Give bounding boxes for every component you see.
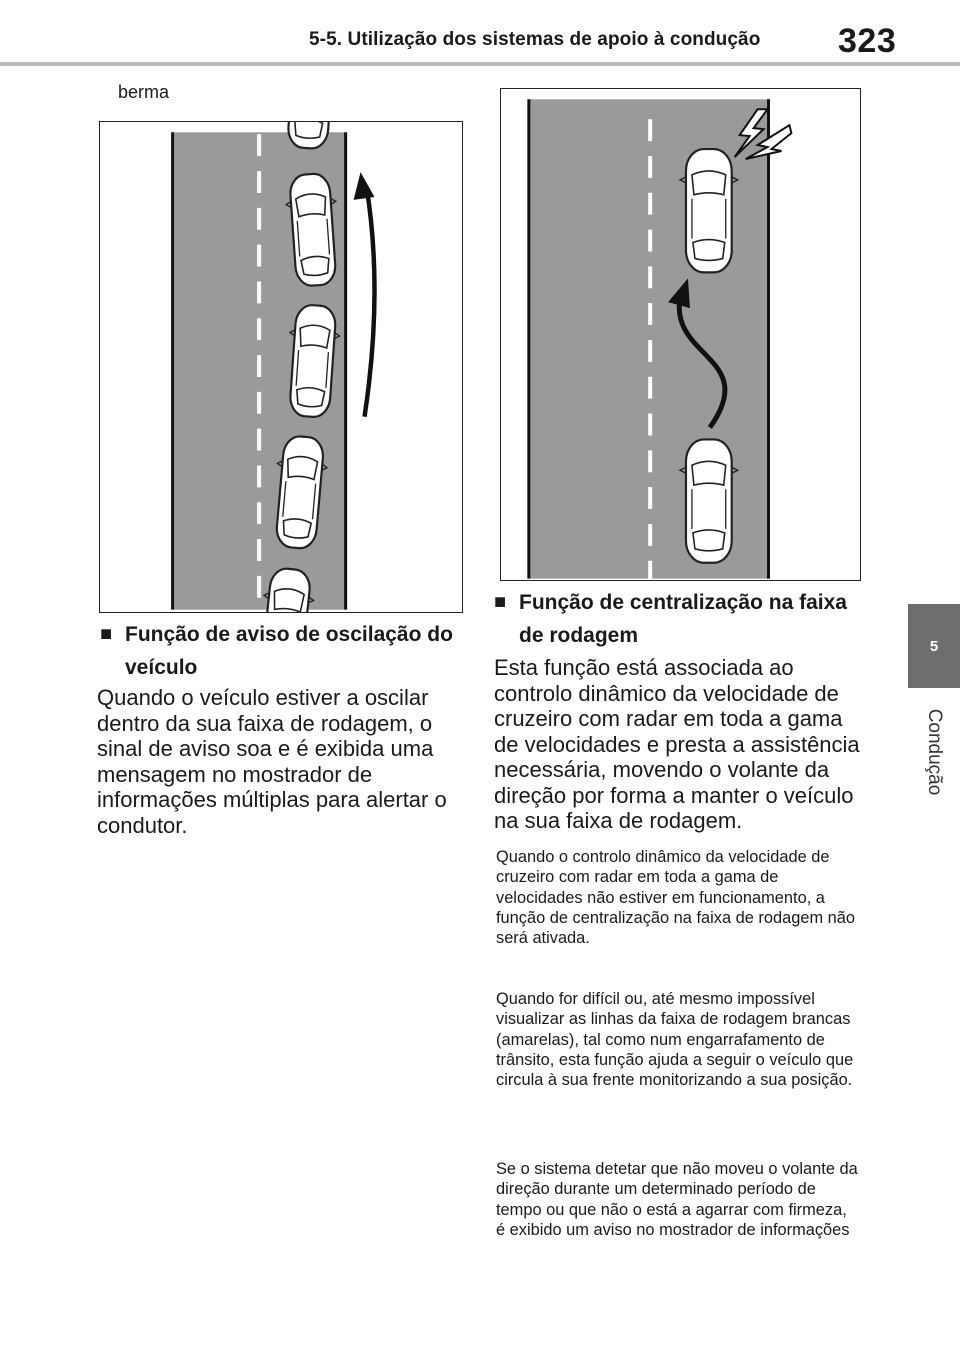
- section-heading-text: Função de aviso de oscilação do veículo: [125, 623, 453, 679]
- section-bullet: ■: [100, 623, 113, 645]
- note-paragraph: Se o sistema detetar que não moveu o vol…: [496, 1160, 858, 1239]
- page-header-title: 5-5. Utilização dos sistemas de apoio à …: [309, 29, 761, 50]
- header-divider: [0, 62, 960, 66]
- chapter-tab[interactable]: 5: [908, 604, 960, 688]
- car-icon: [678, 147, 739, 274]
- sway-warning-illustration: [99, 121, 463, 613]
- page-number: 323: [838, 22, 897, 60]
- direction-arrow-icon: [676, 297, 728, 429]
- chapter-number: 5: [929, 637, 939, 655]
- lane-centering-illustration: [500, 88, 861, 581]
- direction-arrow-icon: [362, 186, 377, 418]
- section-body-sway-warning: Quando o veículo estiver a oscilar dentr…: [97, 685, 447, 838]
- section-bullet: ■: [494, 591, 507, 613]
- section-heading-lane-centering: ■ Função de centralização na faixa de ro…: [494, 586, 864, 652]
- warning-lightning-icon: [733, 108, 793, 160]
- note-paragraph: Quando for difícil ou, até mesmo impossí…: [496, 990, 854, 1090]
- note-paragraph: Quando o controlo dinâmico da velocidade…: [496, 848, 856, 948]
- figure-caption-berma: berma: [118, 82, 170, 102]
- section-heading-sway-warning: ■ Função de aviso de oscilação do veícul…: [100, 618, 460, 684]
- chapter-label: Condução: [924, 708, 945, 796]
- section-body-lane-centering: Esta função está associada ao controlo d…: [494, 655, 860, 833]
- section-heading-text: Função de centralização na faixa de roda…: [519, 591, 847, 647]
- car-icon: [678, 438, 739, 564]
